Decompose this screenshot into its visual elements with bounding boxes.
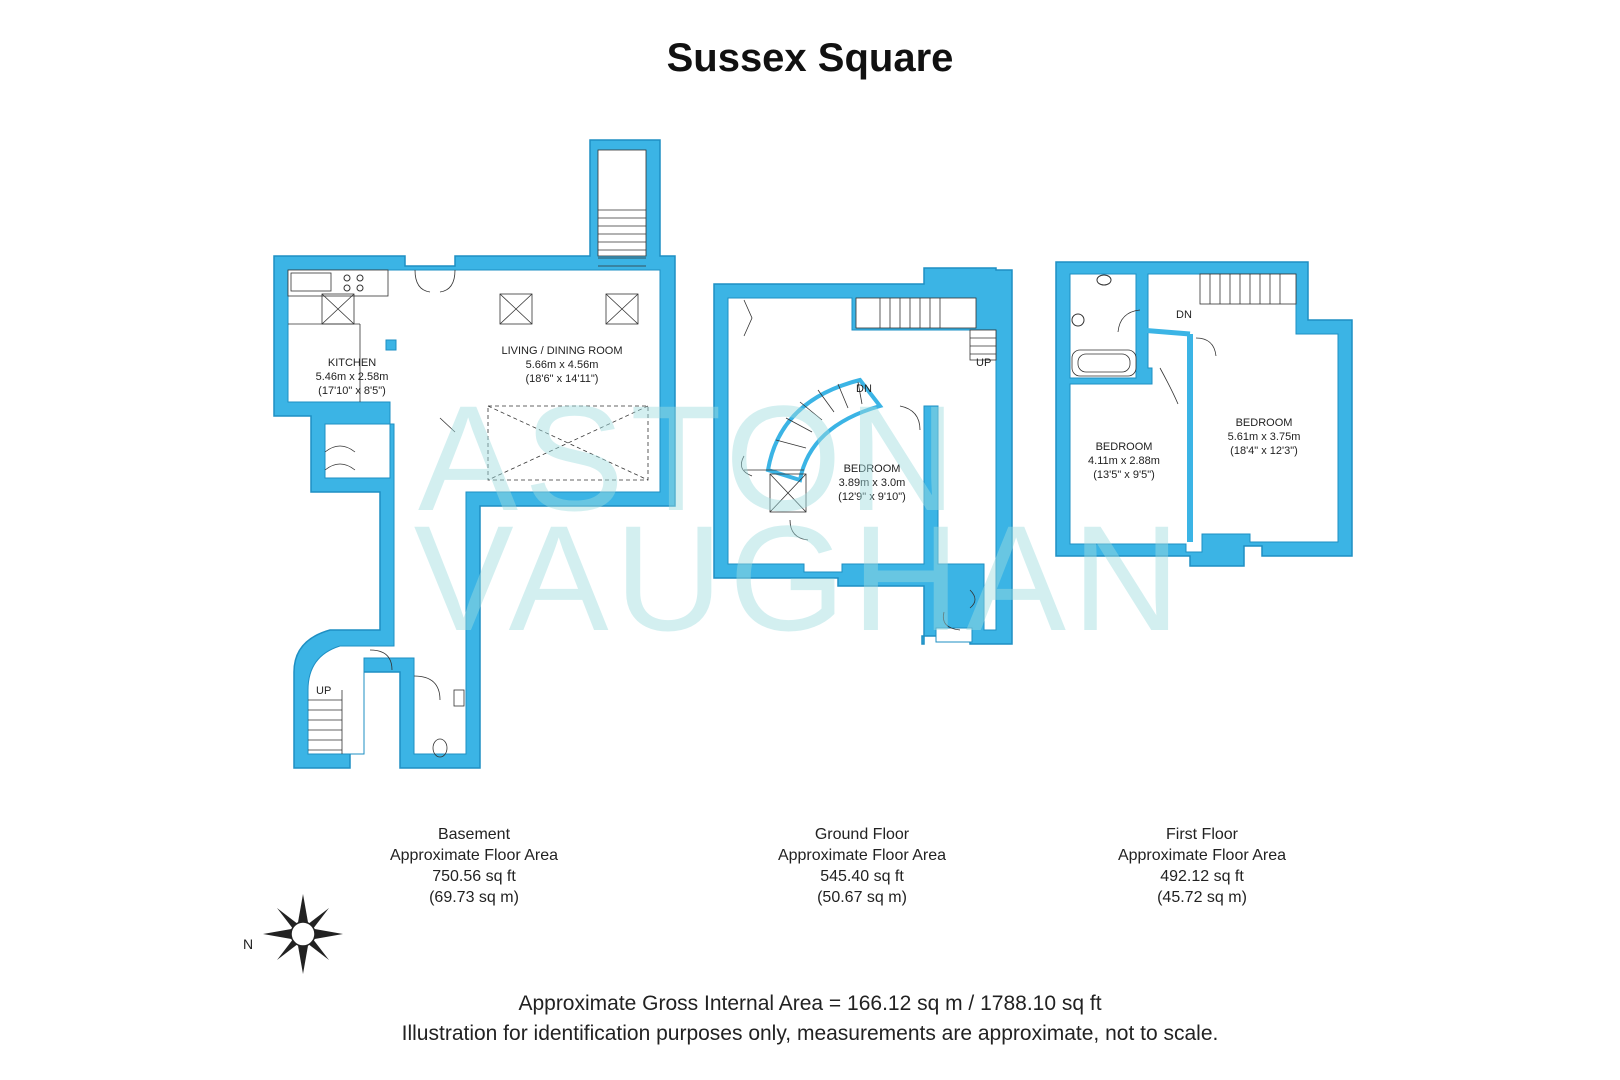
kitchen-metric: 5.46m x 2.58m: [316, 371, 389, 383]
first-floor-area: [1069, 273, 1339, 553]
ground-stair-up-label: UP: [976, 357, 991, 369]
gross-area-text: Approximate Gross Internal Area = 166.12…: [518, 992, 1102, 1015]
disclaimer-text: Illustration for identification purposes…: [401, 1022, 1219, 1045]
floor-name: Ground Floor: [814, 826, 910, 843]
floor-name: Basement: [437, 826, 511, 843]
compass-rose-icon: [263, 894, 343, 974]
kitchen-name: KITCHEN: [328, 357, 376, 369]
basement-floor: [287, 269, 661, 755]
first-floor-caption: First Floor Approximate Floor Area 492.1…: [1062, 824, 1342, 908]
living-imperial: (18'6" x 14'11"): [526, 373, 599, 385]
living-name: LIVING / DINING ROOM: [501, 345, 622, 357]
basement-caption: Basement Approximate Floor Area 750.56 s…: [334, 824, 614, 908]
ground-floor-area: [727, 297, 997, 631]
ground-bedroom-name: BEDROOM: [844, 463, 901, 475]
first-bedroom-2-metric: 5.61m x 3.75m: [1228, 431, 1301, 443]
first-stair-dn-label: DN: [1176, 309, 1192, 321]
floor-area-sqft: 545.40 sq ft: [820, 868, 904, 885]
page-title: Sussex Square: [666, 36, 954, 80]
watermark-line2: VAUGHAN: [414, 494, 1187, 662]
first-bedroom-1-name: BEDROOM: [1096, 441, 1153, 453]
floor-area-sqft: 492.12 sq ft: [1160, 868, 1244, 885]
first-bedroom-1-imperial: (13'5" x 9'5"): [1093, 469, 1155, 481]
basement-plan: KITCHEN 5.46m x 2.58m (17'10" x 8'5") LI…: [273, 139, 676, 769]
ground-bedroom-imperial: (12'9" x 9'10"): [838, 491, 906, 503]
floor-name: First Floor: [1166, 826, 1238, 843]
first-floor-plan: BEDROOM 4.11m x 2.88m (13'5" x 9'5") BED…: [1055, 261, 1353, 567]
floor-area-sqm: (45.72 sq m): [1157, 889, 1247, 906]
watermark-line1: ASTON: [418, 374, 962, 542]
ground-stair-dn-label: DN: [856, 383, 872, 395]
first-bedroom-2-imperial: (18'4" x 12'3"): [1230, 445, 1298, 457]
first-bedroom-1-metric: 4.11m x 2.88m: [1088, 455, 1160, 467]
ground-floor-caption: Ground Floor Approximate Floor Area 545.…: [722, 824, 1002, 908]
floor-area-label: Approximate Floor Area: [777, 847, 947, 864]
kitchen-imperial: (17'10" x 8'5"): [318, 385, 386, 397]
floor-area-sqm: (50.67 sq m): [817, 889, 907, 906]
floor-area-label: Approximate Floor Area: [1117, 847, 1287, 864]
floor-area-label: Approximate Floor Area: [389, 847, 559, 864]
ground-floor-plan: BEDROOM 3.89m x 3.0m (12'9" x 9'10") DN …: [713, 267, 1013, 645]
basement-top-stairs: [598, 209, 646, 267]
basement-stair-up-label: UP: [316, 685, 331, 697]
floor-area-sqm: (69.73 sq m): [429, 889, 519, 906]
compass-north-label: N: [243, 936, 254, 952]
ground-bedroom-metric: 3.89m x 3.0m: [839, 477, 906, 489]
first-bedroom-2-name: BEDROOM: [1236, 417, 1293, 429]
floor-area-sqft: 750.56 sq ft: [432, 868, 516, 885]
living-metric: 5.66m x 4.56m: [526, 359, 599, 371]
